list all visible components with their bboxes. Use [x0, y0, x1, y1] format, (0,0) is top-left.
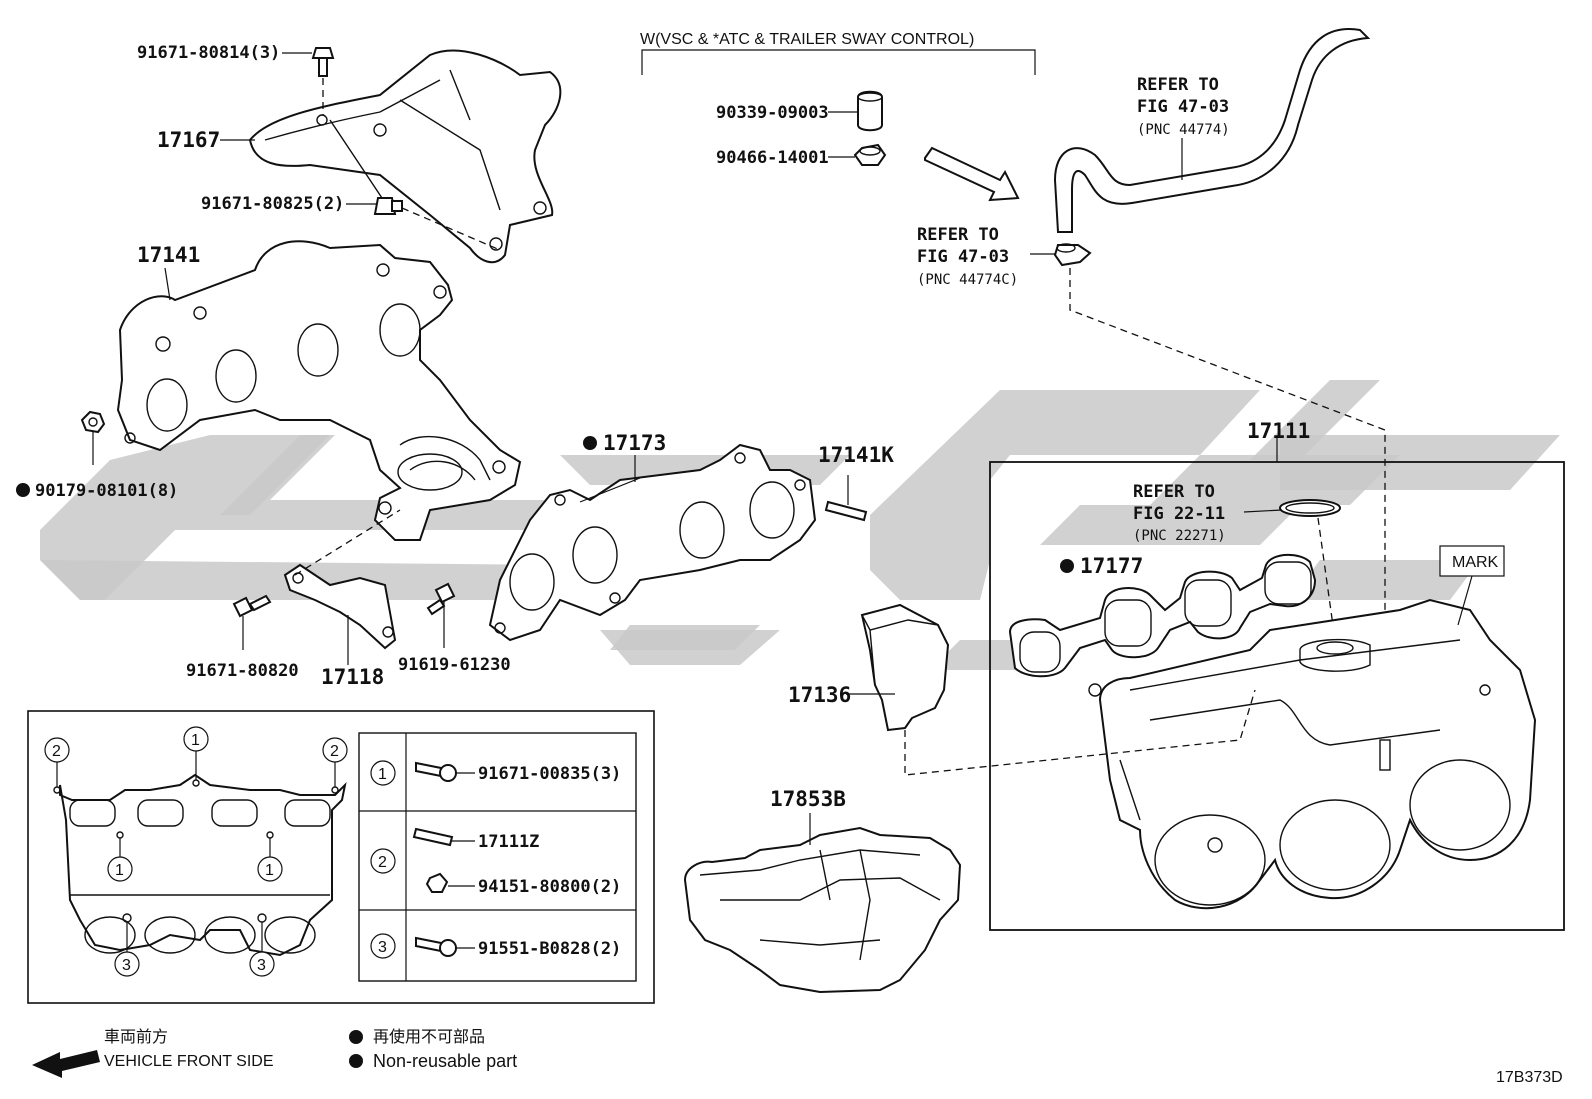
callout-1-left: 1 — [115, 862, 124, 879]
label-hose-pnc: (PNC 44774) — [1137, 122, 1230, 138]
label-insulator: 17136 — [788, 683, 851, 707]
intake-manifold-box — [989, 438, 1565, 931]
callout-1-top: 1 — [191, 732, 200, 749]
mark-callout: MARK — [1439, 545, 1505, 626]
part-labels: 91671-80814(3) 17167 91671-80825(2) 1714… — [16, 43, 1310, 811]
label-stay: 17118 — [321, 665, 384, 689]
insulator-bolt-side — [373, 197, 501, 251]
label-engine-cover: 17853B — [770, 787, 846, 811]
exhaust-gasket-drawing — [488, 443, 817, 642]
intake-gasket-drawing — [1008, 553, 1317, 678]
label-clip: 90466-14001 — [716, 148, 829, 168]
inset-box: 1 2 2 1 1 3 3 1 2 3 91671-00835(3) 17111… — [27, 710, 655, 1004]
intake-manifold-drawing — [1088, 598, 1537, 910]
label-manifold-nut: 90179-08101(8) — [35, 481, 178, 501]
label-stay-bolt: 91671-80820 — [186, 661, 299, 681]
callout-1-right: 1 — [265, 862, 274, 879]
manifold-nut-drawing — [80, 410, 106, 465]
label-heat-insulator: 17167 — [157, 128, 220, 152]
table-row-2-num: 2 — [378, 854, 387, 871]
label-oring-refer: REFER TO — [1133, 482, 1215, 502]
label-clamp-fig: FIG 47-03 — [917, 247, 1009, 267]
label-oring-pnc: (PNC 22271) — [1133, 528, 1226, 544]
callout-3-left: 3 — [122, 957, 131, 974]
stud-drawing — [824, 475, 868, 522]
label-clamp-pnc: (PNC 44774C) — [917, 272, 1018, 288]
legend-front-jp: 車両前方 — [104, 1028, 168, 1046]
label-stay-bolt2: 91619-61230 — [398, 655, 511, 675]
label-insulator-bolt: 91671-80814(3) — [137, 43, 280, 63]
label-exhaust-gasket: 17173 — [603, 431, 666, 455]
vsv-cap-drawing — [828, 90, 883, 132]
table-row-1-part: 91671-00835(3) — [478, 764, 621, 784]
engine-cover-drawing — [683, 813, 962, 994]
mark-label: MARK — [1452, 554, 1499, 571]
front-arrow-icon — [32, 1050, 100, 1078]
table-row-3-num: 3 — [378, 939, 387, 956]
label-intake-gasket: 17177 — [1080, 554, 1143, 578]
label-hose-refer: REFER TO — [1137, 75, 1219, 95]
insulator-drawing — [846, 603, 1256, 776]
label-vsv-cap: 90339-09003 — [716, 103, 829, 123]
label-clamp-refer: REFER TO — [917, 225, 999, 245]
label-exhaust-manifold: 17141 — [137, 243, 200, 267]
legend-nonreuse-en: Non-reusable part — [373, 1051, 517, 1071]
hose-drawing — [1053, 28, 1371, 233]
insulator-bolt-top — [311, 47, 335, 115]
table-row-2-part-b: 94151-80800(2) — [478, 877, 621, 897]
watermark-logo — [40, 380, 1560, 670]
clip-drawing — [828, 143, 887, 166]
table-row-1-num: 1 — [378, 766, 387, 783]
table-row-3-part: 91551-B0828(2) — [478, 939, 621, 959]
heat-insulator-drawing — [248, 49, 562, 264]
label-oring-fig: FIG 22-11 — [1133, 504, 1225, 524]
condition-bracket: W(VSC & *ATC & TRAILER SWAY CONTROL) — [640, 31, 1036, 75]
callout-2-right: 2 — [330, 743, 339, 760]
legend: 車両前方 VEHICLE FRONT SIDE 再使用不可部品 Non-reus… — [32, 1028, 1563, 1086]
o-ring-drawing — [1243, 499, 1341, 641]
label-stud: 17141K — [818, 443, 894, 467]
direction-arrow — [924, 146, 1020, 202]
stay-drawing — [283, 509, 401, 665]
stay-bolt-left — [232, 594, 272, 650]
stay-bolt-right — [426, 582, 456, 648]
label-intake-manifold: 17111 — [1247, 419, 1310, 443]
legend-nonreuse-jp: 再使用不可部品 — [373, 1028, 485, 1046]
table-row-2-part-a: 17111Z — [478, 832, 539, 852]
label-hose-fig: FIG 47-03 — [1137, 97, 1229, 117]
figure-id: 17B373D — [1496, 1069, 1563, 1086]
condition-label: W(VSC & *ATC & TRAILER SWAY CONTROL) — [640, 31, 974, 48]
hose-clamp-drawing — [1030, 243, 1386, 740]
label-insulator-bolt2: 91671-80825(2) — [201, 194, 344, 214]
legend-front-en: VEHICLE FRONT SIDE — [104, 1053, 274, 1070]
exhaust-manifold-drawing — [116, 240, 522, 541]
callout-2-left: 2 — [52, 743, 61, 760]
callout-3-right: 3 — [257, 957, 266, 974]
